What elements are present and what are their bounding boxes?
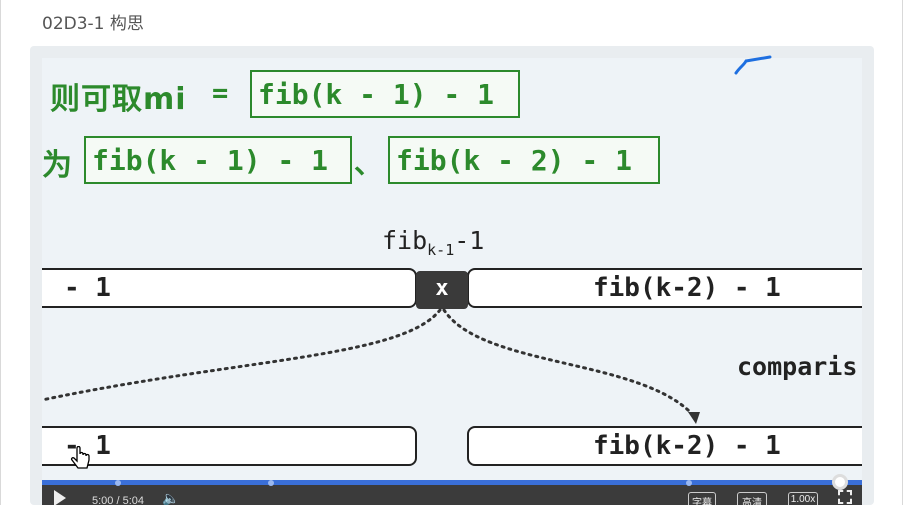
right-arrow-head bbox=[688, 412, 700, 424]
comparison-text: comparis bbox=[737, 352, 858, 381]
fib-k-1-label: fibk-1-1 bbox=[382, 226, 485, 259]
quality-button[interactable]: 高清 bbox=[737, 492, 767, 505]
play-icon[interactable] bbox=[54, 490, 66, 505]
progress-handle[interactable] bbox=[832, 474, 848, 490]
dotted-arrows bbox=[42, 308, 700, 424]
bottom-left-bar: - 1 bbox=[42, 426, 417, 466]
bottom-right-bar: fib(k-2) - 1 bbox=[467, 426, 862, 466]
pen-stroke-mark bbox=[734, 55, 772, 75]
video-frame[interactable]: 则可取mi = fib(k - 1) - 1 为 fib(k - 1) - 1 … bbox=[42, 58, 862, 486]
pivot-x-cell: x bbox=[416, 271, 468, 309]
right-dotted-arrow bbox=[442, 308, 696, 418]
slide-line2-label: 为 bbox=[42, 148, 72, 183]
hand-cursor-icon bbox=[70, 446, 90, 469]
volume-icon[interactable]: 🔈 bbox=[162, 490, 180, 505]
chapter-marker[interactable] bbox=[115, 480, 121, 486]
chapter-marker[interactable] bbox=[268, 480, 274, 486]
slide-line2-separator: 、 bbox=[354, 147, 383, 180]
top-right-bar: fib(k-2) - 1 bbox=[467, 268, 862, 308]
speed-button[interactable]: 1.00x bbox=[788, 492, 818, 505]
fullscreen-icon[interactable] bbox=[838, 490, 852, 504]
progress-bar[interactable] bbox=[42, 480, 862, 485]
slide-line1-label: 则可取mi bbox=[50, 82, 187, 117]
page-title: 02D3-1 构思 bbox=[42, 14, 144, 34]
slide-line2-expression-2: fib(k - 2) - 1 bbox=[388, 136, 660, 184]
slide-line2-expression-1: fib(k - 1) - 1 bbox=[84, 136, 352, 184]
chapter-marker[interactable] bbox=[686, 480, 692, 486]
slide-line1-expression: fib(k - 1) - 1 bbox=[250, 70, 520, 118]
subtitle-button[interactable]: 字幕 bbox=[688, 492, 716, 505]
left-dotted-arrow bbox=[42, 308, 442, 402]
slide-line1-equals: = bbox=[212, 78, 229, 109]
time-display: 5:00 / 5:04 bbox=[92, 495, 144, 505]
top-left-bar: - 1 bbox=[42, 268, 417, 308]
